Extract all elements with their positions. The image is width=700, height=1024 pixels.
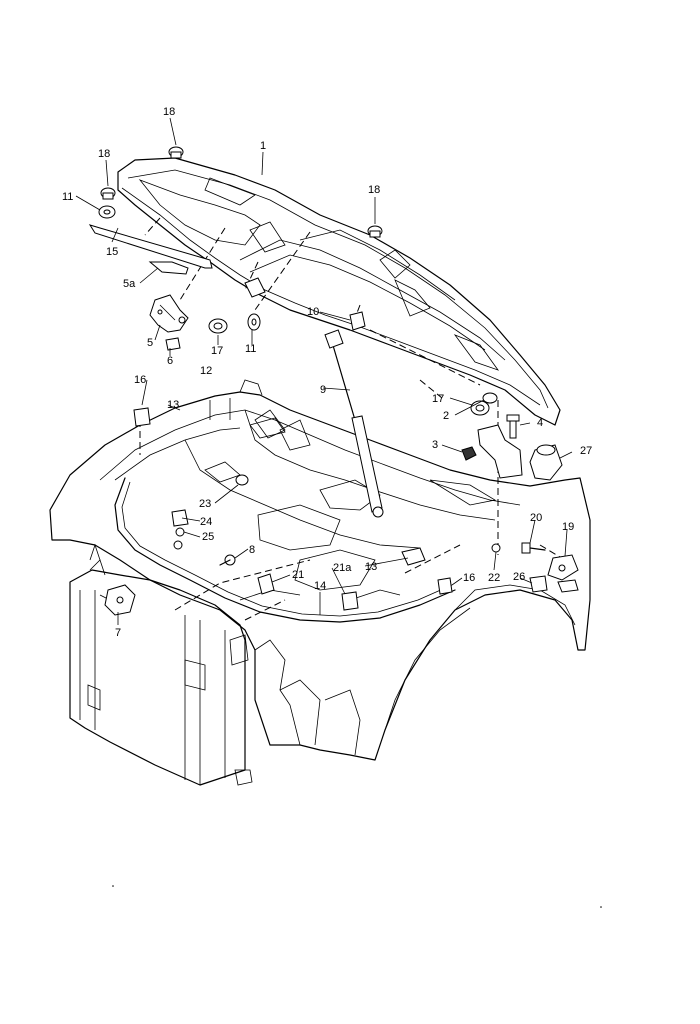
- label-15: 15: [106, 246, 118, 258]
- plate-5a: [148, 261, 189, 275]
- grommet-17-left: [208, 318, 228, 334]
- label-1: 1: [260, 140, 266, 152]
- cap-27: [529, 444, 563, 481]
- bracket-10: [349, 311, 366, 331]
- label-26: 26: [513, 571, 525, 583]
- grommet-23: [235, 474, 249, 486]
- label-18-left: 18: [98, 148, 110, 160]
- screw-8: [219, 554, 236, 566]
- label-23: 23: [199, 498, 211, 510]
- label-11-center: 11: [245, 343, 256, 355]
- label-10: 10: [307, 306, 319, 318]
- stray-mark: [600, 906, 602, 908]
- label-22: 22: [488, 572, 500, 584]
- washer-25: [175, 527, 185, 537]
- small-parts: [88, 146, 579, 616]
- label-3: 3: [432, 439, 438, 451]
- label-12: 12: [200, 365, 212, 377]
- label-18-right: 18: [368, 184, 380, 196]
- nut-3: [461, 446, 477, 461]
- label-17-right: 17: [432, 393, 444, 405]
- latch-7: [104, 584, 136, 616]
- buffer-11-center: [247, 313, 261, 331]
- hood-panel: [117, 157, 561, 426]
- label-7: 7: [115, 627, 121, 639]
- buffer-11-left: [98, 205, 116, 219]
- gas-strut: [324, 329, 384, 518]
- label-14: 14: [314, 580, 326, 592]
- label-9: 9: [320, 384, 326, 396]
- label-13-right: 13: [365, 561, 377, 573]
- mount-13: [401, 547, 426, 566]
- clip-24: [171, 509, 189, 527]
- buffer-18-right: [367, 225, 383, 238]
- label-5a: 5a: [123, 278, 136, 290]
- radiator: [69, 559, 253, 786]
- buffer-18-left: [100, 187, 116, 200]
- screw-22: [491, 543, 501, 553]
- label-24: 24: [200, 516, 212, 528]
- label-21a: 21a: [333, 562, 352, 574]
- label-2: 2: [443, 410, 449, 422]
- bushing-2: [482, 392, 498, 404]
- label-4: 4: [537, 417, 543, 429]
- buffer-18-top: [168, 146, 184, 159]
- clip-21: [257, 573, 275, 595]
- clip-21a: [341, 591, 359, 611]
- clip-16-right: [437, 577, 453, 595]
- grommet-17-right: [470, 400, 490, 416]
- label-5: 5: [147, 337, 153, 349]
- bracket-19: [547, 554, 579, 593]
- label-21: 21: [292, 569, 304, 581]
- label-11-left: 11: [62, 191, 73, 203]
- screw-25: [173, 540, 183, 550]
- clip-26: [529, 575, 548, 593]
- label-25: 25: [202, 531, 214, 543]
- clip-12: [244, 277, 266, 298]
- callout-labels: 1 18 18 11 18 15 5a 5 6 17 11 12 10 9 16…: [62, 106, 592, 639]
- label-8: 8: [249, 544, 255, 556]
- label-20: 20: [530, 512, 542, 524]
- label-16-right: 16: [463, 572, 475, 584]
- hood-seal-strip: [114, 477, 456, 623]
- bracket-5: [149, 294, 189, 333]
- bolt-20: [521, 542, 546, 554]
- seal-strip-15: [88, 224, 213, 269]
- stray-mark: [112, 885, 114, 887]
- clip-16-left: [133, 407, 151, 427]
- label-27: 27: [580, 445, 592, 457]
- label-18-top: 18: [163, 106, 175, 118]
- label-16-left: 16: [134, 374, 146, 386]
- label-17-left: 17: [211, 345, 223, 357]
- nut-6: [165, 337, 181, 351]
- label-6: 6: [167, 355, 173, 367]
- bolt-4: [506, 414, 520, 439]
- front-body-structure: [49, 379, 591, 761]
- catch-bracket: [477, 424, 523, 479]
- label-leaders: [75, 117, 573, 625]
- label-19: 19: [562, 521, 574, 533]
- label-13-left: 13: [167, 399, 179, 411]
- assembly-leader-lines: [139, 217, 566, 621]
